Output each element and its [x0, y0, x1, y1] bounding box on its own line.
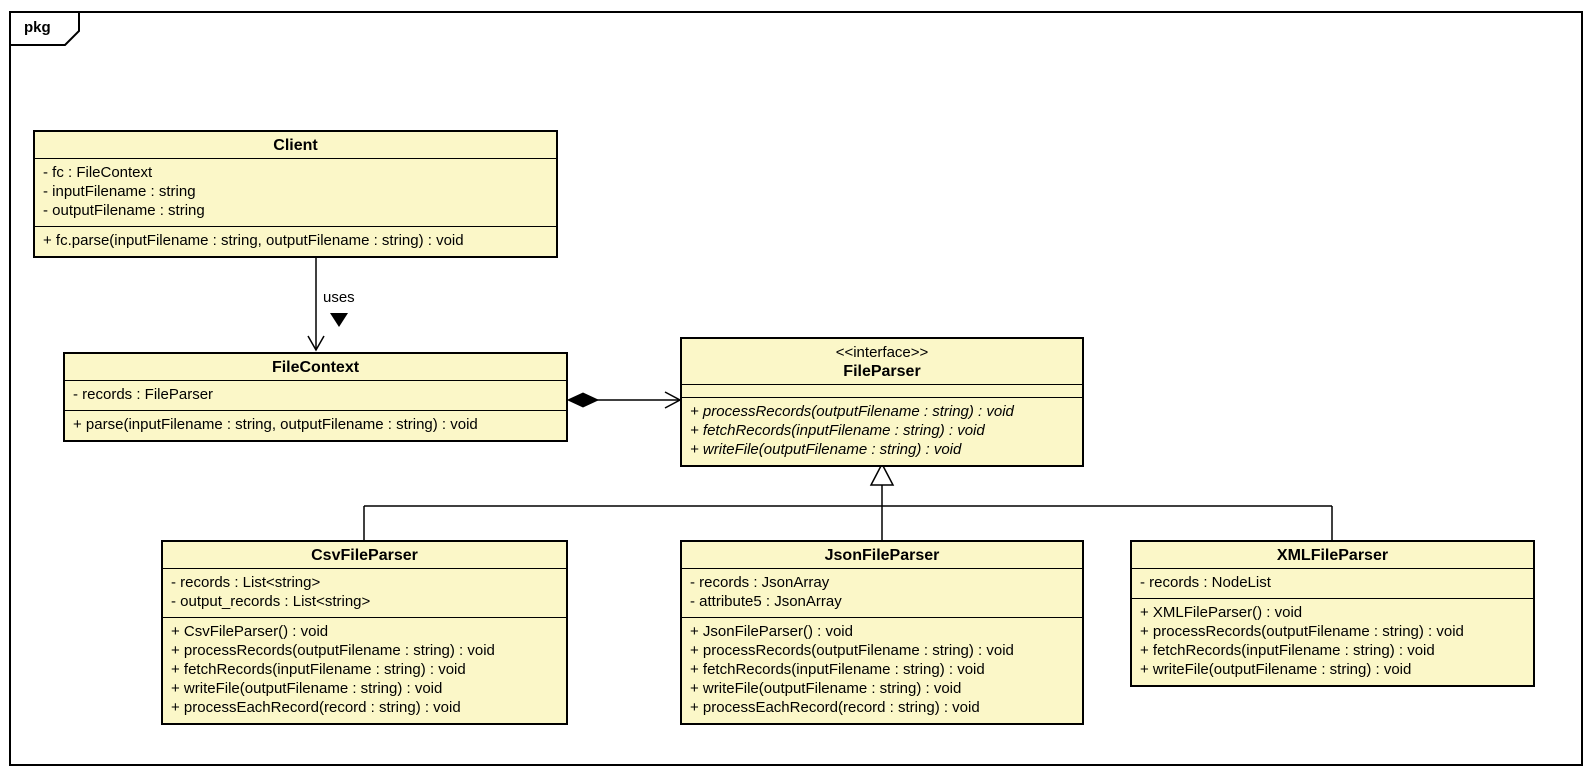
methods-compartment: + fc.parse(inputFilename : string, outpu… [35, 227, 556, 256]
class-node-filecontext[interactable]: FileContext - records : FileParser + par… [63, 352, 568, 442]
generalization-triangle-icon [869, 462, 895, 486]
composition-diamond-icon [566, 392, 600, 408]
class-node-fileparser[interactable]: <<interface>> FileParser + processRecord… [680, 337, 1084, 467]
method: + writeFile(outputFilename : string) : v… [690, 441, 962, 458]
attributes-compartment: - records : NodeList [1132, 569, 1533, 599]
method: + processRecords(outputFilename : string… [690, 642, 1014, 659]
attribute: - output_records : List<string> [171, 593, 371, 610]
method: + XMLFileParser() : void [1140, 604, 1303, 621]
attribute: - records : NodeList [1140, 574, 1271, 591]
class-node-xmlfileparser[interactable]: XMLFileParser - records : NodeList + XML… [1130, 540, 1535, 687]
attribute: - attribute5 : JsonArray [690, 593, 842, 610]
method: + JsonFileParser() : void [690, 623, 853, 640]
methods-compartment: + CsvFileParser() : void + processRecord… [163, 618, 566, 723]
attributes-compartment: - records : FileParser [65, 381, 566, 411]
uses-arrow-label: uses [323, 289, 355, 306]
method: + processEachRecord(record : string) : v… [690, 699, 980, 716]
class-node-csvfileparser[interactable]: CsvFileParser - records : List<string> -… [161, 540, 568, 725]
class-node-client[interactable]: Client - fc : FileContext - inputFilenam… [33, 130, 558, 258]
stereotype-label: <<interface>> [835, 344, 929, 361]
class-title: Client [35, 132, 556, 159]
method: + fetchRecords(inputFilename : string) :… [690, 661, 985, 678]
composition-link [566, 391, 682, 409]
class-node-jsonfileparser[interactable]: JsonFileParser - records : JsonArray - a… [680, 540, 1084, 725]
class-title: FileParser [843, 363, 921, 380]
methods-compartment: + JsonFileParser() : void + processRecor… [682, 618, 1082, 723]
class-title: CsvFileParser [163, 542, 566, 569]
attributes-compartment: - records : JsonArray - attribute5 : Jso… [682, 569, 1082, 618]
method: + fc.parse(inputFilename : string, outpu… [43, 232, 464, 249]
class-title: FileContext [65, 354, 566, 381]
method: + processRecords(outputFilename : string… [1140, 623, 1464, 640]
attributes-compartment: - fc : FileContext - inputFilename : str… [35, 159, 556, 227]
attribute: - outputFilename : string [43, 202, 205, 219]
method: + processRecords(outputFilename : string… [171, 642, 495, 659]
attributes-compartment: - records : List<string> - output_record… [163, 569, 566, 618]
generalization-tree [363, 462, 1333, 540]
method: + fetchRecords(inputFilename : string) :… [690, 422, 985, 439]
method: + writeFile(outputFilename : string) : v… [1140, 661, 1412, 678]
uses-direction-triangle-icon [330, 313, 348, 327]
attribute: - records : List<string> [171, 574, 321, 591]
class-title: XMLFileParser [1132, 542, 1533, 569]
method: + writeFile(outputFilename : string) : v… [690, 680, 962, 697]
attribute: - records : JsonArray [690, 574, 830, 591]
method: + parse(inputFilename : string, outputFi… [73, 416, 478, 433]
methods-compartment: + processRecords(outputFilename : string… [682, 398, 1082, 465]
methods-compartment: + XMLFileParser() : void + processRecord… [1132, 599, 1533, 685]
package-tab-label: pkg [24, 19, 51, 36]
method: + fetchRecords(inputFilename : string) :… [171, 661, 466, 678]
methods-compartment: + parse(inputFilename : string, outputFi… [65, 411, 566, 440]
attribute: - inputFilename : string [43, 183, 196, 200]
navigability-arrowhead-icon [664, 391, 682, 409]
method: + processRecords(outputFilename : string… [690, 403, 1014, 420]
class-title: JsonFileParser [682, 542, 1082, 569]
attribute: - fc : FileContext [43, 164, 153, 181]
class-title-block: <<interface>> FileParser [682, 339, 1082, 385]
attribute: - records : FileParser [73, 386, 214, 403]
method: + fetchRecords(inputFilename : string) :… [1140, 642, 1435, 659]
open-arrowhead-icon [307, 335, 325, 352]
method: + CsvFileParser() : void [171, 623, 329, 640]
method: + processEachRecord(record : string) : v… [171, 699, 461, 716]
method: + writeFile(outputFilename : string) : v… [171, 680, 443, 697]
attributes-compartment [682, 385, 1082, 398]
